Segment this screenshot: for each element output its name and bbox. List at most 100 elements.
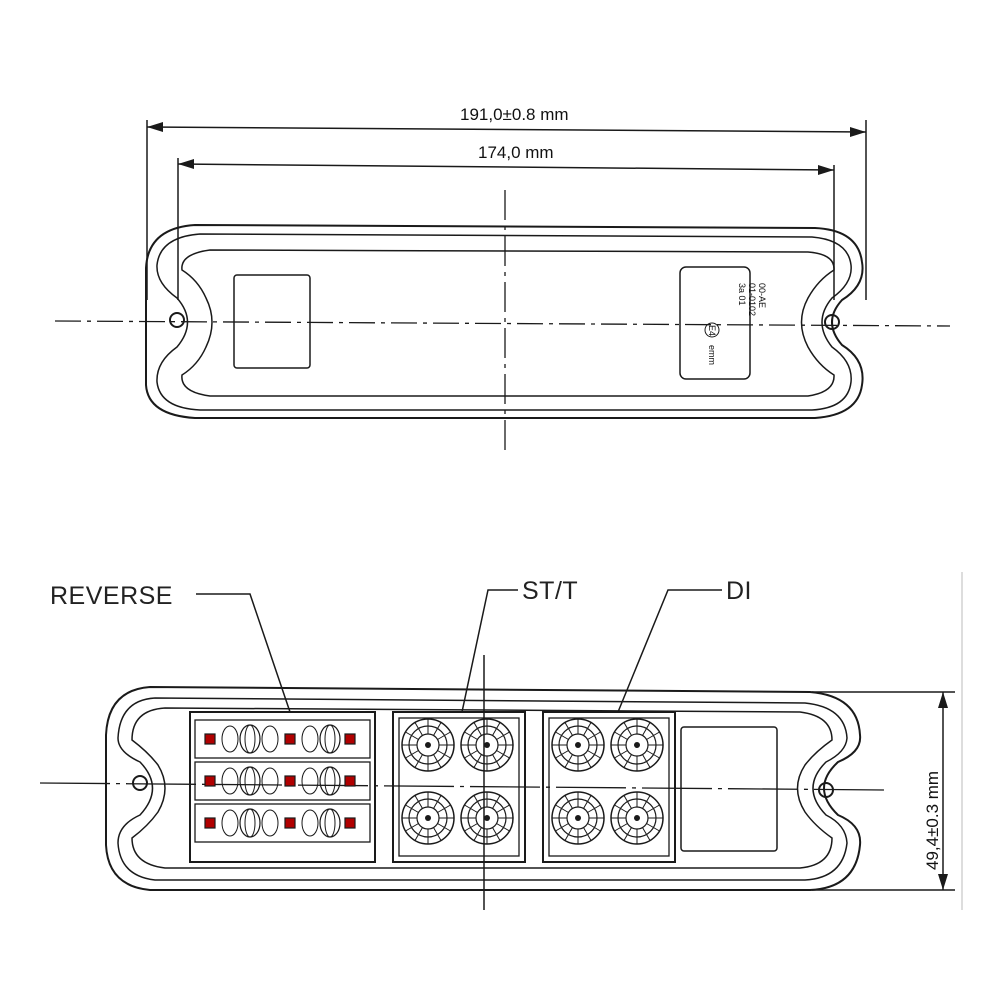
reverse-lens [301,767,319,795]
stop-tail-led-rib [433,795,442,809]
stop-tail-led-rib [496,823,510,832]
indicator-led-rib [555,823,569,832]
stop-tail-led-rib [437,804,451,813]
indicator-led-rib [623,754,632,768]
stop-tail-led-center [484,815,490,821]
front-lens-outline [131,707,833,869]
indicator-led-rib [564,722,573,736]
lens-outline [181,249,835,397]
indicator-led-rib [623,827,632,841]
reverse-leader-line [196,593,291,713]
housing-outer-outline [145,223,864,419]
reverse-led [344,817,356,829]
stop-tail-led-rib [405,804,419,813]
indicator-led-rib [614,804,628,813]
stop-tail-led-rib [414,754,423,768]
reverse-label: REVERSE [50,582,173,610]
right-mount-hole [824,314,840,330]
reverse-lens-inner [244,766,256,796]
indicator-led-rib [583,795,592,809]
reverse-led [344,775,356,787]
reverse-lens [261,725,279,753]
front-housing-outer [105,685,862,891]
front-left-mount-hole [132,775,148,791]
reverse-led [204,733,216,745]
stop-tail-module [392,711,526,863]
di-label: DI [726,577,752,605]
indicator-led-rib [583,827,592,841]
reverse-lens-inner [324,724,336,754]
stop-tail-led-rib [433,754,442,768]
indicator-led-center [634,815,640,821]
stop-tail-led-rib [492,795,501,809]
front-right-window [680,726,778,852]
reverse-lens-inner [244,724,256,754]
stop-tail-led-rib [437,731,451,740]
reverse-module [189,711,376,863]
approval-line-5: emm [707,345,717,365]
indicator-led-rib [587,823,601,832]
indicator-led-rib [587,731,601,740]
indicator-led-rib [614,823,628,832]
indicator-led-rib [564,795,573,809]
indicator-led-rib [587,804,601,813]
top-view [54,120,951,450]
approval-line-2: 01-0102 [747,283,757,316]
approval-line-4: E4 [707,325,717,336]
front-horizontal-center-line [39,782,889,791]
reverse-lens [301,809,319,837]
reverse-lens [239,766,261,796]
indicator-led-rib [646,823,660,832]
housing-inner-outline [156,233,852,411]
stop-tail-led-rib [414,722,423,736]
indicator-led-rib [555,750,569,759]
reverse-led [284,817,296,829]
di-leader-line [617,589,722,713]
indicator-led-center [575,815,581,821]
stop-tail-led-center [484,742,490,748]
reverse-lens [319,766,341,796]
indicator-led-rib [587,750,601,759]
indicator-led-rib [564,754,573,768]
indicator-led-rib [583,722,592,736]
hole-spacing-text: 174,0 mm [478,143,554,162]
stop-tail-led-rib [496,750,510,759]
approval-label-text: 00-AE 01-0102 3a 01 E4 emm [707,283,767,365]
indicator-led-rib [583,754,592,768]
reverse-lens [221,767,239,795]
height-dimension-text-group: 49,4±0.3 mm [923,771,942,870]
indicator-led-rib [642,827,651,841]
stop-tail-led-rib [405,750,419,759]
reverse-lens-inner [324,808,336,838]
reverse-lens [301,725,319,753]
front-view [39,572,963,910]
stop-tail-led-rib [414,827,423,841]
top-left-window [233,274,311,369]
stop-tail-led-rib [492,754,501,768]
stop-tail-led-center [425,742,431,748]
reverse-led [284,775,296,787]
stop-tail-led-rib [473,795,482,809]
stop-tail-led-rib [464,731,478,740]
overall-length-text: 191,0±0.8 mm [460,105,569,124]
stop-tail-label: ST/T [522,577,578,605]
stop-tail-led-rib [464,823,478,832]
reverse-led [204,817,216,829]
indicator-led-rib [646,804,660,813]
reverse-lens-inner [244,808,256,838]
front-housing-inner [117,697,848,881]
left-mount-hole [169,312,185,328]
stop-tail-led-rib [492,827,501,841]
reverse-lens [261,809,279,837]
approval-label-box [679,266,751,380]
indicator-led-rib [623,722,632,736]
indicator-led-rib [642,795,651,809]
stop-tail-led-rib [473,722,482,736]
hole-spacing-dimension [177,158,835,300]
indicator-led-rib [646,750,660,759]
reverse-lens [319,724,341,754]
stop-tail-led-rib [433,827,442,841]
reverse-lens [239,724,261,754]
indicator-led-center [575,742,581,748]
